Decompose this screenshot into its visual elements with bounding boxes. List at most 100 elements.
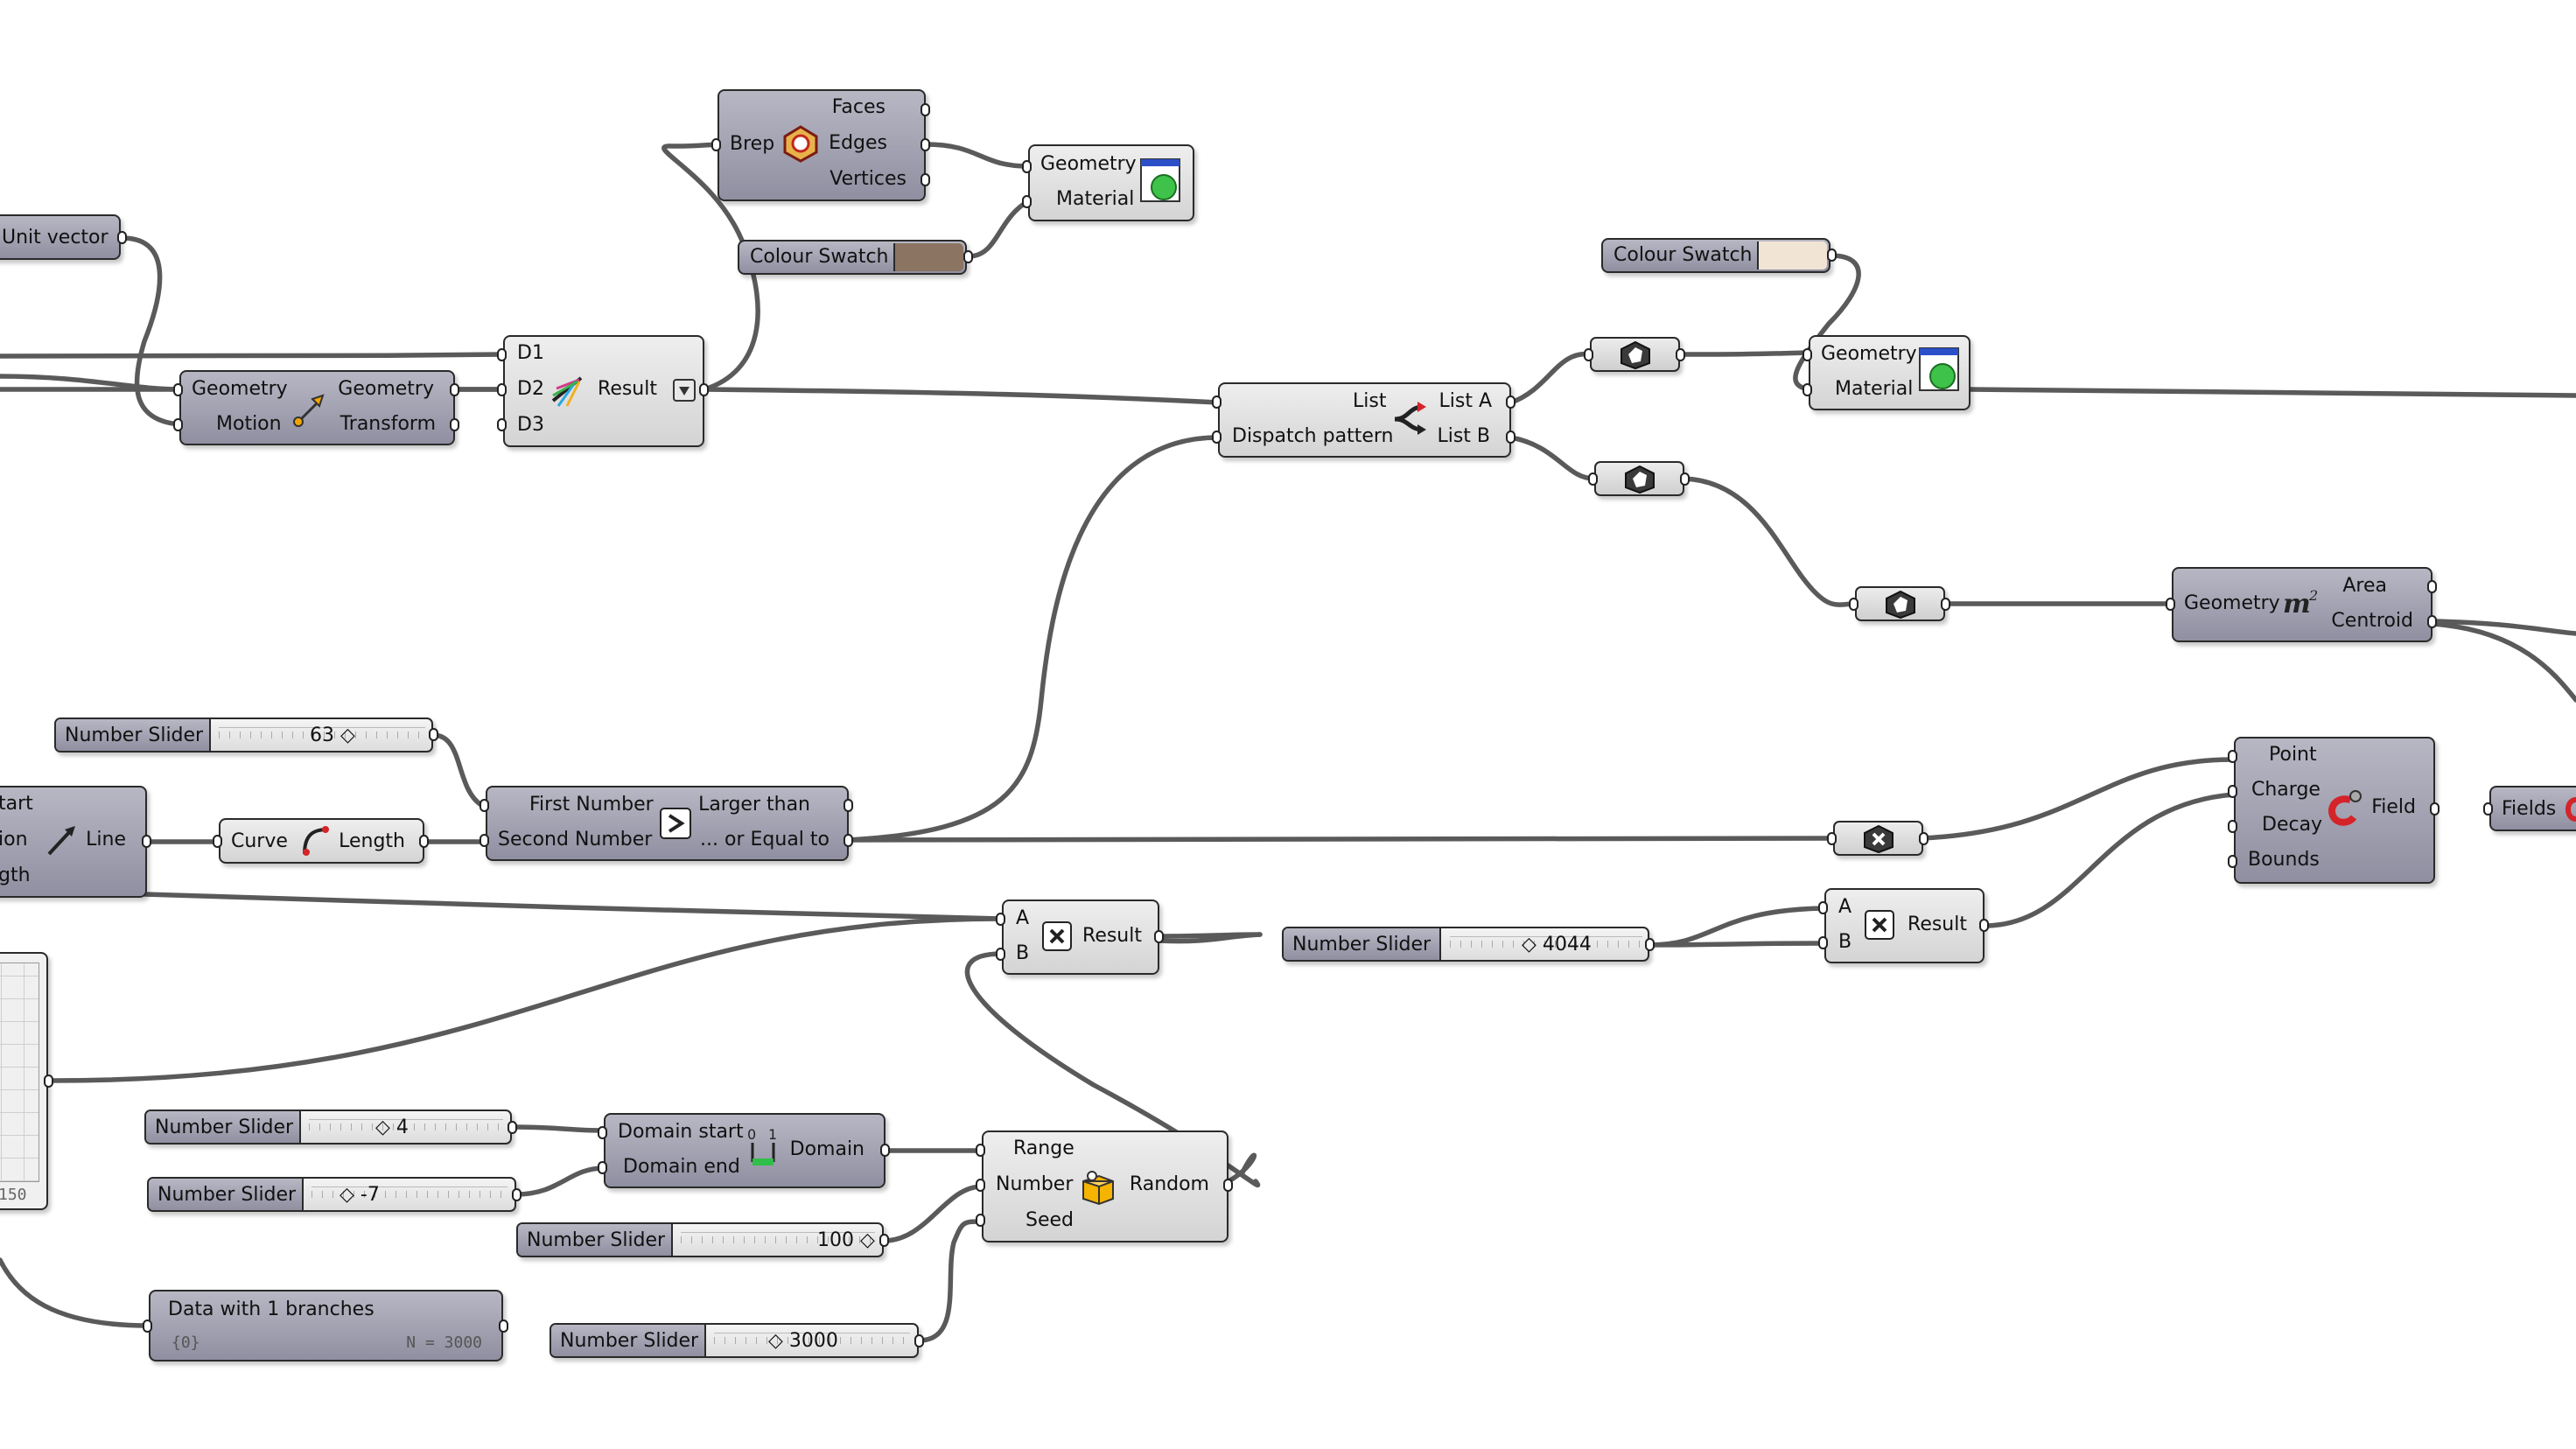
faces-grip[interactable]: [920, 103, 930, 116]
colour-swatch-color[interactable]: [893, 243, 963, 271]
domain-end-grip[interactable]: [598, 1161, 607, 1174]
point-grip[interactable]: [2228, 750, 2237, 763]
field-grip[interactable]: [2430, 802, 2440, 816]
range-grip[interactable]: [976, 1144, 985, 1157]
d1-grip[interactable]: [497, 348, 507, 361]
output-grip[interactable]: [117, 231, 127, 244]
a-grip[interactable]: [996, 913, 1005, 926]
geometry-grip[interactable]: [1802, 348, 1812, 361]
material-grip[interactable]: [1022, 195, 1032, 208]
slider-track[interactable]: [312, 1186, 508, 1205]
output-grip[interactable]: [1919, 832, 1928, 845]
brep-input-grip[interactable]: [711, 138, 721, 151]
geometry-input-grip[interactable]: [173, 383, 183, 396]
transform-output-grip[interactable]: [450, 418, 459, 431]
input-grip[interactable]: [1588, 472, 1598, 486]
first-number-grip[interactable]: [480, 799, 489, 812]
deconstruct-brep-component[interactable]: Brep Faces Edges Vertices: [718, 89, 926, 201]
input-grip[interactable]: [143, 1320, 152, 1333]
dispatch-pattern-grip[interactable]: [1212, 430, 1222, 444]
geometry-grip[interactable]: [1022, 160, 1032, 173]
result-grip[interactable]: [1154, 930, 1164, 943]
input-grip[interactable]: [1827, 832, 1837, 845]
output-grip[interactable]: [1676, 348, 1685, 361]
dispatch-component[interactable]: List Dispatch pattern List A List B: [1218, 382, 1511, 458]
length-grip[interactable]: [419, 835, 429, 848]
vertices-grip[interactable]: [920, 173, 930, 186]
output-grip[interactable]: [429, 728, 438, 741]
slider-track[interactable]: [1450, 936, 1642, 955]
line-output-grip[interactable]: [142, 835, 151, 848]
number-grip[interactable]: [976, 1179, 985, 1192]
material-grip[interactable]: [1802, 383, 1812, 396]
number-slider-4044[interactable]: Number Slider ◇ 4044: [1282, 927, 1649, 962]
geometry-param-1[interactable]: [1590, 337, 1680, 372]
output-grip[interactable]: [512, 1188, 522, 1201]
d2-grip[interactable]: [497, 383, 507, 396]
motion-input-grip[interactable]: [173, 418, 183, 431]
output-grip[interactable]: [44, 1074, 53, 1088]
number-slider-3000[interactable]: Number Slider ◇ 3000: [550, 1323, 919, 1358]
random-component[interactable]: Range Number Seed Random: [982, 1130, 1228, 1242]
unit-vector-component[interactable]: Unit vector: [0, 214, 121, 260]
move-component[interactable]: Geometry Motion Geometry Transform: [179, 370, 455, 445]
output-grip[interactable]: [879, 1234, 889, 1247]
colour-swatch-1[interactable]: Colour Swatch: [738, 240, 967, 275]
larger-than-grip[interactable]: [844, 799, 853, 812]
data-panel[interactable]: Data with 1 branches {0} N = 3000: [149, 1290, 503, 1362]
output-grip[interactable]: [499, 1320, 508, 1333]
custom-preview-component-top[interactable]: Geometry Material: [1028, 144, 1194, 221]
graph-grid[interactable]: [0, 962, 39, 1182]
number-slider-minus7[interactable]: Number Slider ◇ -7: [147, 1177, 516, 1212]
output-grip[interactable]: [1827, 248, 1837, 262]
second-number-grip[interactable]: [480, 834, 489, 847]
result-grip[interactable]: [699, 383, 709, 396]
output-grip[interactable]: [1680, 472, 1690, 486]
result-grip[interactable]: [1979, 919, 1989, 932]
geometry-param-3[interactable]: [1855, 586, 1945, 621]
input-grip[interactable]: [1584, 348, 1593, 361]
multiply-component-2[interactable]: A B Result: [1824, 888, 1984, 963]
edges-grip[interactable]: [920, 138, 930, 151]
number-slider-63[interactable]: Number Slider 63 ◇: [54, 718, 433, 752]
colour-swatch-color[interactable]: [1757, 242, 1827, 270]
area-component[interactable]: Geometry Area Centroid: [2172, 567, 2432, 642]
seed-grip[interactable]: [976, 1214, 985, 1227]
list-a-grip[interactable]: [1506, 396, 1516, 409]
number-slider-4[interactable]: Number Slider ◇ 4: [144, 1110, 512, 1144]
list-grip[interactable]: [1212, 396, 1222, 409]
d3-grip[interactable]: [497, 418, 507, 431]
centroid-grip[interactable]: [2427, 615, 2437, 628]
output-grip[interactable]: [914, 1334, 924, 1348]
b-grip[interactable]: [996, 948, 1005, 961]
output-grip[interactable]: [1645, 938, 1655, 951]
bounds-grip[interactable]: [2228, 855, 2237, 868]
output-grip[interactable]: [508, 1121, 517, 1134]
area-grip[interactable]: [2427, 580, 2437, 593]
slider-track[interactable]: [681, 1232, 875, 1250]
construct-domain-component[interactable]: Domain start Domain end Domain: [604, 1113, 886, 1188]
b-grip[interactable]: [1818, 936, 1828, 949]
geometry-output-grip[interactable]: [450, 383, 459, 396]
graph-mapper-component[interactable]: 150: [0, 952, 48, 1210]
length-component[interactable]: Curve Length: [219, 818, 424, 864]
colour-swatch-2[interactable]: Colour Swatch: [1601, 238, 1830, 273]
geometry-param-2[interactable]: [1594, 461, 1684, 496]
fields-grip[interactable]: [2483, 802, 2493, 816]
or-equal-grip[interactable]: [844, 834, 853, 847]
random-output-grip[interactable]: [1223, 1179, 1233, 1192]
merge-fields-component[interactable]: Fields: [2489, 786, 2576, 831]
merge-component[interactable]: D1 D2 D3 Result: [503, 335, 704, 447]
a-grip[interactable]: [1818, 901, 1828, 914]
slider-track[interactable]: [714, 1333, 910, 1351]
charge-grip[interactable]: [2228, 785, 2237, 798]
cull-param[interactable]: [1833, 821, 1923, 856]
curve-grip[interactable]: [213, 835, 222, 848]
geometry-grip[interactable]: [2166, 598, 2175, 611]
decay-grip[interactable]: [2228, 820, 2237, 833]
multiply-component-1[interactable]: A B Result: [1002, 900, 1159, 975]
output-grip[interactable]: [963, 250, 973, 263]
domain-output-grip[interactable]: [880, 1144, 890, 1157]
number-slider-100[interactable]: Number Slider 100 ◇: [516, 1222, 884, 1257]
